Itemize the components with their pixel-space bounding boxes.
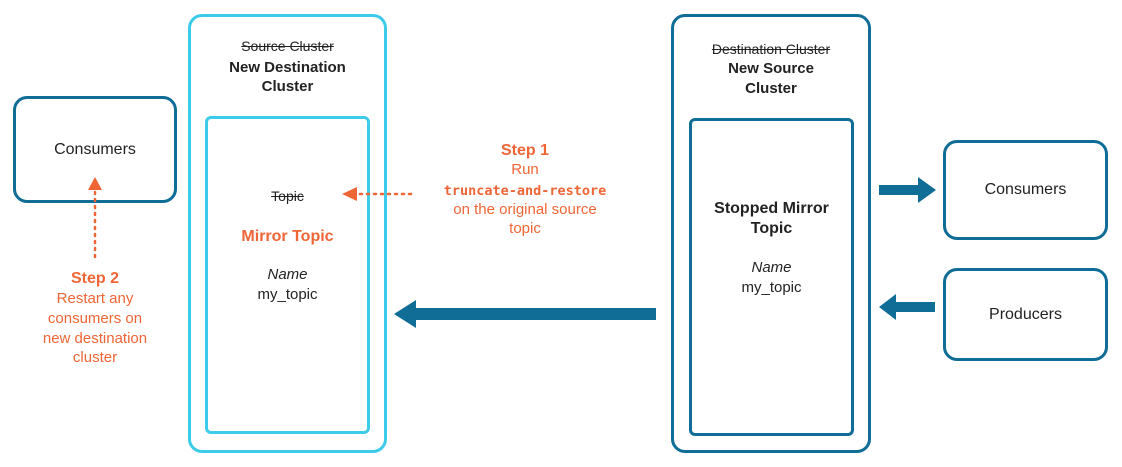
source-name-value: my_topic xyxy=(741,279,802,296)
stopped-mirror-topic-box xyxy=(689,118,854,436)
step1-line3: topic xyxy=(509,220,541,237)
new-source-old-title: Destination Cluster xyxy=(711,41,831,57)
step2-dotted-arrow xyxy=(88,177,102,260)
dest-name-value: my_topic xyxy=(257,286,318,303)
new-destination-cluster xyxy=(188,14,387,453)
topic-old-label: Topic xyxy=(271,188,304,204)
step2-line2: consumers on xyxy=(47,310,143,327)
new-source-title-line1: New Source xyxy=(728,60,814,77)
mirror-topic-box xyxy=(205,116,370,434)
step1-command: truncate-and-restore xyxy=(443,183,607,199)
mirror-topic-label: Mirror Topic xyxy=(241,228,334,245)
replication-arrow xyxy=(394,300,656,328)
right-producers-label: Producers xyxy=(989,305,1062,323)
to-consumers-arrow xyxy=(879,177,936,203)
stopped-topic-line1: Stopped Mirror xyxy=(714,200,829,217)
step2-line4: cluster xyxy=(72,349,118,366)
dest-name-label: Name xyxy=(267,266,308,283)
step2-title: Step 2 xyxy=(70,270,119,287)
new-destination-title-line2: Cluster xyxy=(261,78,314,95)
new-destination-old-title: Source Cluster xyxy=(241,38,334,54)
step1-title: Step 1 xyxy=(500,142,549,159)
step2-line3: new destination xyxy=(42,330,148,347)
right-consumers-box: Consumers xyxy=(943,140,1108,240)
step1-line1: Run xyxy=(511,161,539,178)
left-consumers-label: Consumers xyxy=(54,140,136,158)
right-consumers-label: Consumers xyxy=(984,181,1067,198)
new-destination-title-line1: New Destination xyxy=(229,59,346,76)
new-source-cluster xyxy=(671,14,871,453)
right-producers-box: Producers xyxy=(943,268,1108,361)
step1-line2: on the original source xyxy=(453,201,597,218)
step1-dotted-arrow xyxy=(342,187,416,201)
source-name-label: Name xyxy=(751,259,792,276)
new-source-title-line2: Cluster xyxy=(745,80,797,97)
from-producers-arrow xyxy=(879,294,935,320)
step2-line1: Restart any xyxy=(56,290,134,307)
stopped-topic-line2: Topic xyxy=(750,220,793,237)
